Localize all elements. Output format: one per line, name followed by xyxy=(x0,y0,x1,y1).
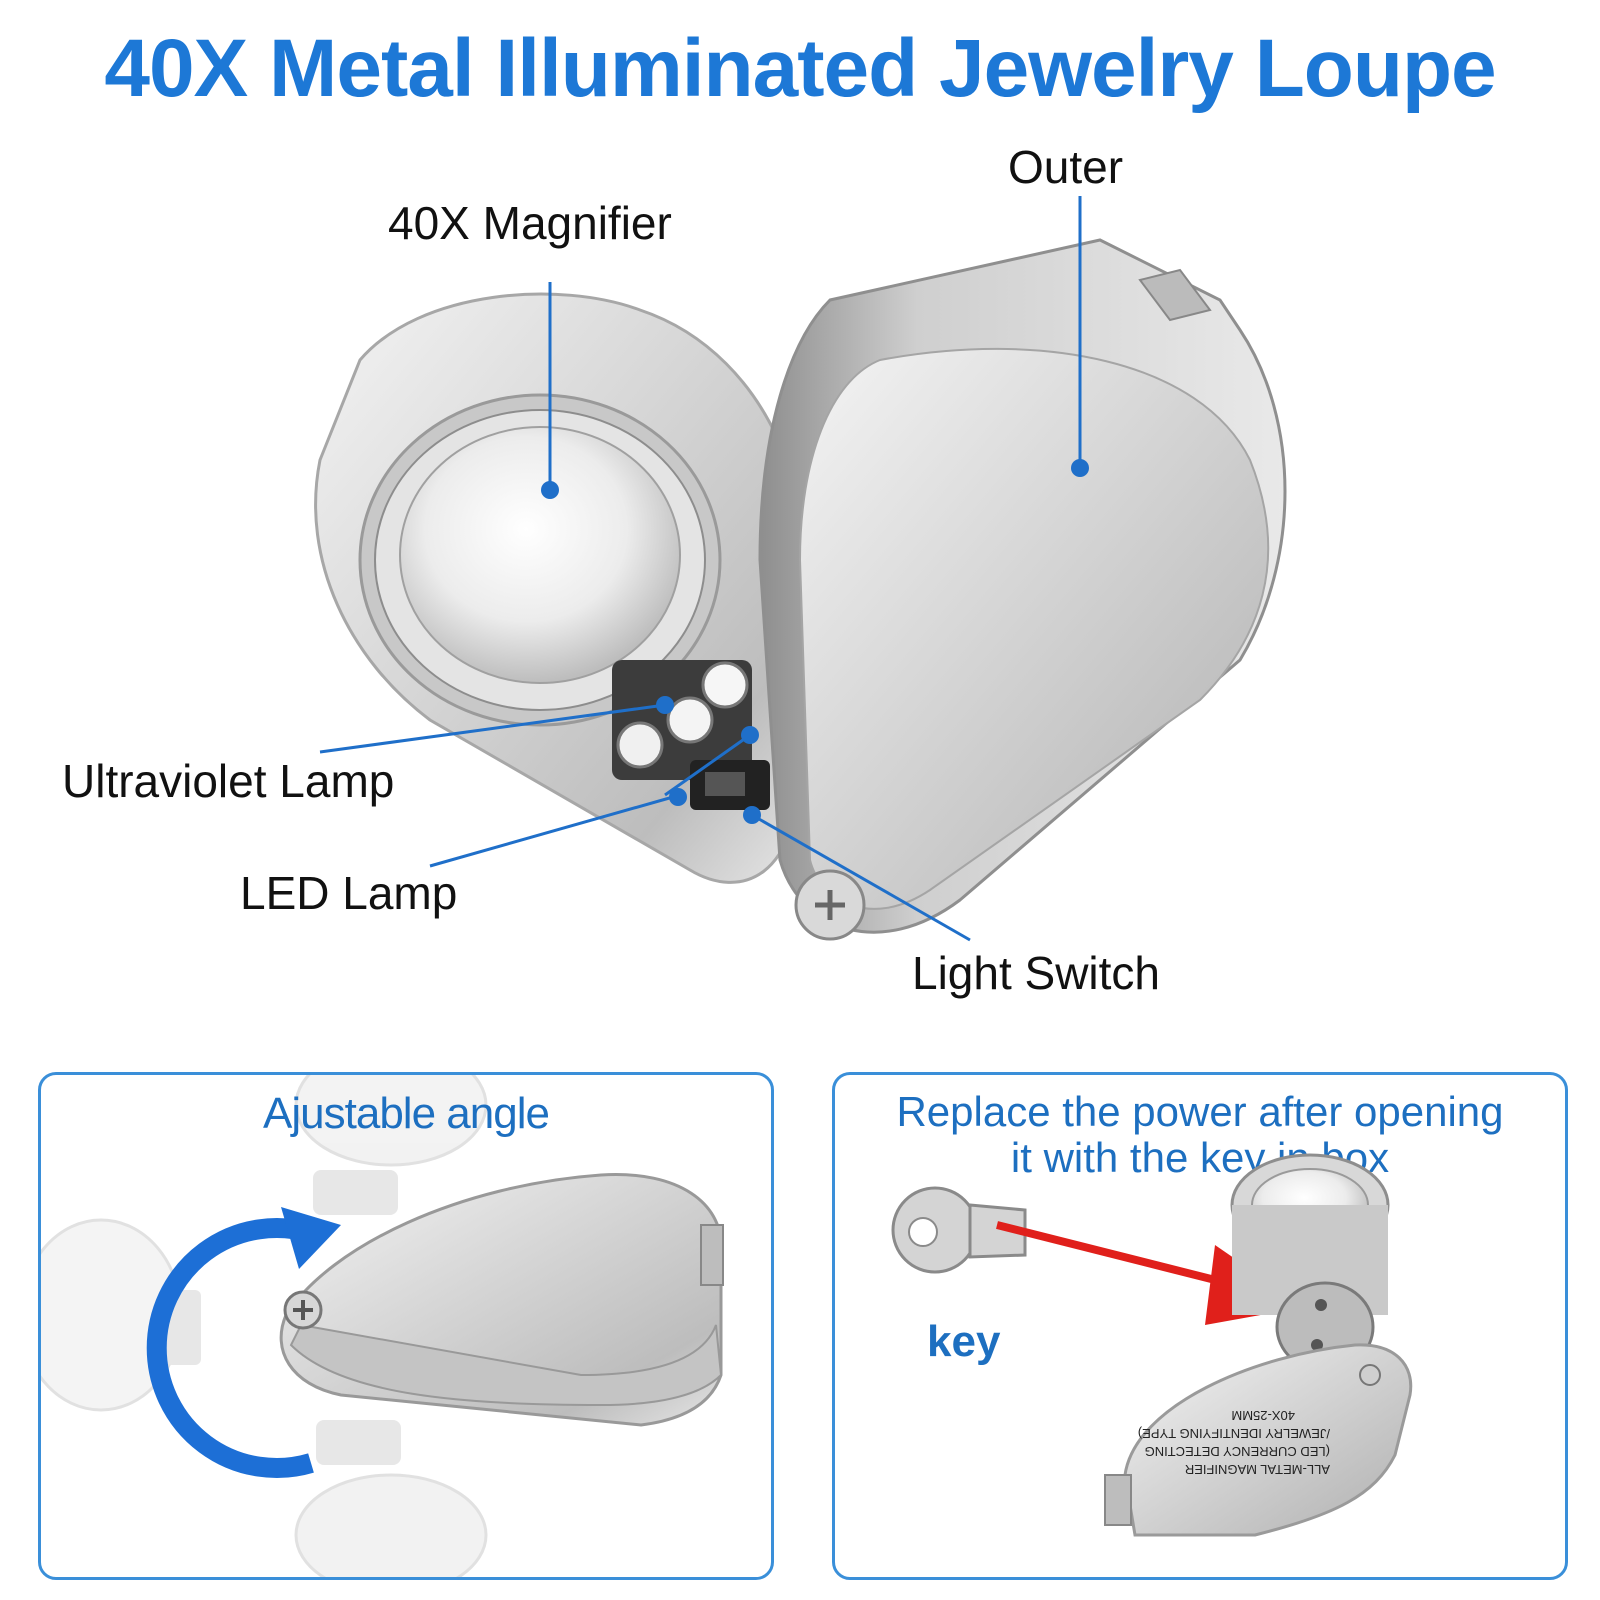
key-icon xyxy=(891,1186,1027,1274)
uv-lamp xyxy=(701,661,749,709)
callout-ultraviolet-lamp: Ultraviolet Lamp xyxy=(62,755,395,807)
callout-dot-led xyxy=(669,788,687,806)
magnifier-body xyxy=(314,292,802,884)
callout-dot-switch xyxy=(743,806,761,824)
engraving-line-3: /JEWELRY IDENTIFYING TYPE) xyxy=(1138,1426,1330,1441)
replace-power-panel: Replace the power after opening it with … xyxy=(832,1072,1568,1580)
key-label: key xyxy=(927,1317,1001,1366)
rotate-arrow-icon xyxy=(146,1207,341,1478)
power-panel-title: Replace the power after opening it with … xyxy=(835,1089,1565,1181)
power-title-line-1: Replace the power after opening xyxy=(896,1088,1504,1135)
callout-dot-uv-2 xyxy=(741,726,759,744)
callout-line-switch xyxy=(751,813,971,942)
callout-dot-magnifier xyxy=(541,481,559,499)
callout-light-switch: Light Switch xyxy=(912,947,1161,999)
battery-loupe xyxy=(1104,1153,1413,1537)
callout-magnifier: 40X Magnifier xyxy=(388,197,672,249)
led-lamp-2 xyxy=(666,696,714,744)
callout-led-lamp: LED Lamp xyxy=(240,867,458,919)
engraving-line-2: (LED CURRENCY DETECTING xyxy=(1145,1444,1330,1459)
closed-loupe xyxy=(279,1173,724,1427)
adjustable-angle-panel: Ajustable angle xyxy=(38,1072,774,1580)
callout-line-led-2 xyxy=(664,733,751,797)
led-lamp-1 xyxy=(616,721,664,769)
callout-outer: Outer xyxy=(1008,141,1124,193)
loupe-illustration xyxy=(314,196,1287,942)
angle-panel-title: Ajustable angle xyxy=(263,1089,550,1138)
engraving-line-1: ALL-METAL MAGNIFIER xyxy=(1185,1462,1330,1477)
power-illustration: ALL-METAL MAGNIFIER (LED CURRENCY DETECT… xyxy=(891,1153,1413,1537)
callout-line-uv xyxy=(319,703,666,754)
outer-case xyxy=(758,238,1287,941)
callout-line-led xyxy=(429,793,681,868)
callout-dot-outer xyxy=(1071,459,1089,477)
ghost-loupes xyxy=(41,1075,488,1577)
lamp-cluster xyxy=(612,660,770,810)
engraving: ALL-METAL MAGNIFIER (LED CURRENCY DETECT… xyxy=(1138,1408,1330,1477)
magnifier-lens xyxy=(399,426,681,684)
engraving-line-4: 40X-25MM xyxy=(1231,1408,1295,1423)
angle-illustration xyxy=(41,1075,724,1577)
page-title: 40X Metal Illuminated Jewelry Loupe xyxy=(104,23,1496,114)
callout-dot-uv xyxy=(656,696,674,714)
